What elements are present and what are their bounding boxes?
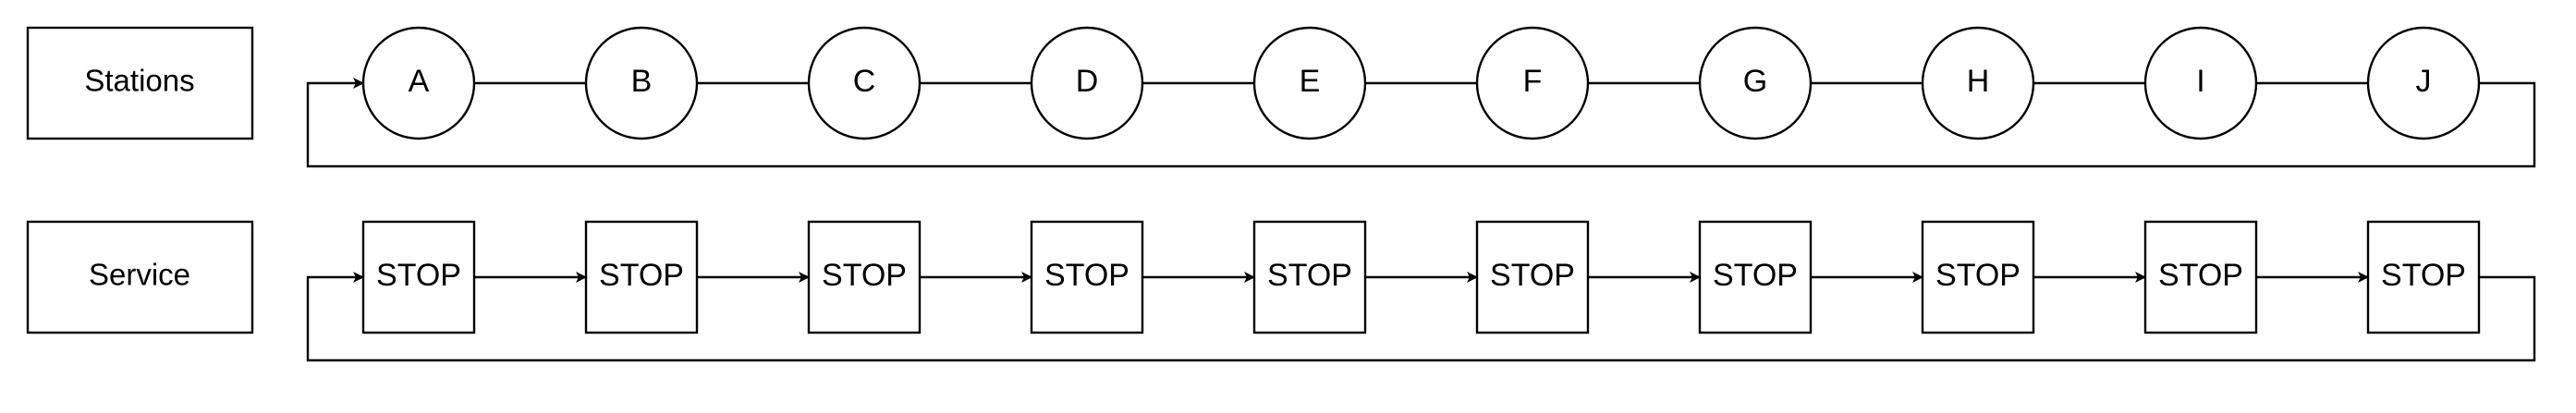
station-circle xyxy=(2143,26,2258,140)
service-nodes: STOP STOP STOP STOP STOP STOP STOP STOP STOP STOP xyxy=(361,220,2481,334)
station-node: A xyxy=(361,26,476,140)
station-node: G xyxy=(1698,26,1813,140)
stations-nodes: A B C D E F G H I J xyxy=(361,26,2481,140)
stop-box xyxy=(807,220,922,334)
station-node: E xyxy=(1252,26,1367,140)
stop-box xyxy=(1698,220,1813,334)
station-node: B xyxy=(584,26,699,140)
station-circle xyxy=(1030,26,1144,140)
stop-node: STOP xyxy=(584,220,699,334)
station-label: G xyxy=(1743,64,1767,99)
service-label: Service xyxy=(89,258,190,292)
station-label: E xyxy=(1300,64,1321,99)
station-circle xyxy=(1252,26,1367,140)
station-circle xyxy=(2366,26,2481,140)
stations-row: Stations A B C D E F G H I J xyxy=(26,26,2536,168)
station-circle xyxy=(584,26,699,140)
station-label: F xyxy=(1523,64,1543,99)
stop-box xyxy=(584,220,699,334)
station-label: H xyxy=(1967,64,1990,99)
station-circle xyxy=(1475,26,1590,140)
station-circle xyxy=(1698,26,1813,140)
station-label: A xyxy=(409,64,430,99)
station-node: J xyxy=(2366,26,2481,140)
stop-label: STOP xyxy=(376,258,461,293)
stop-box xyxy=(1475,220,1590,334)
stations-label-box xyxy=(26,26,254,140)
station-node: F xyxy=(1475,26,1590,140)
station-label: B xyxy=(631,64,653,99)
stop-label: STOP xyxy=(1713,258,1798,293)
station-node: I xyxy=(2143,26,2258,140)
stop-node: STOP xyxy=(1698,220,1813,334)
stop-loop-connector xyxy=(306,272,2536,362)
stop-label: STOP xyxy=(599,258,684,293)
stop-label: STOP xyxy=(1044,258,1129,293)
stop-label: STOP xyxy=(1267,258,1352,293)
stop-box xyxy=(1921,220,2035,334)
station-circle xyxy=(1921,26,2035,140)
station-label: I xyxy=(2196,64,2204,99)
stop-node: STOP xyxy=(1475,220,1590,334)
stop-node: STOP xyxy=(1252,220,1367,334)
station-node: H xyxy=(1921,26,2035,140)
station-circle xyxy=(807,26,922,140)
station-circle xyxy=(361,26,476,140)
station-label: D xyxy=(1076,64,1099,99)
station-label: C xyxy=(853,64,876,99)
station-node: C xyxy=(807,26,922,140)
stop-label: STOP xyxy=(2381,258,2466,293)
stop-box xyxy=(1252,220,1367,334)
stop-label: STOP xyxy=(1490,258,1575,293)
stop-box xyxy=(2366,220,2481,334)
stop-label: STOP xyxy=(2158,258,2243,293)
stop-node: STOP xyxy=(361,220,476,334)
stop-node: STOP xyxy=(1921,220,2035,334)
station-node: D xyxy=(1030,26,1144,140)
stations-label: Stations xyxy=(84,64,194,98)
stop-node: STOP xyxy=(2143,220,2258,334)
stop-node: STOP xyxy=(807,220,922,334)
stop-box xyxy=(1030,220,1144,334)
stop-box xyxy=(361,220,476,334)
stop-node: STOP xyxy=(1030,220,1144,334)
stations-connectors xyxy=(306,78,2536,168)
service-label-box xyxy=(26,220,254,334)
service-connectors xyxy=(306,272,2536,362)
stop-box xyxy=(2143,220,2258,334)
station-label: J xyxy=(2416,64,2432,99)
stop-node: STOP xyxy=(2366,220,2481,334)
stop-label: STOP xyxy=(822,258,907,293)
stop-label: STOP xyxy=(1935,258,2021,293)
station-loop-connector xyxy=(306,78,2536,168)
